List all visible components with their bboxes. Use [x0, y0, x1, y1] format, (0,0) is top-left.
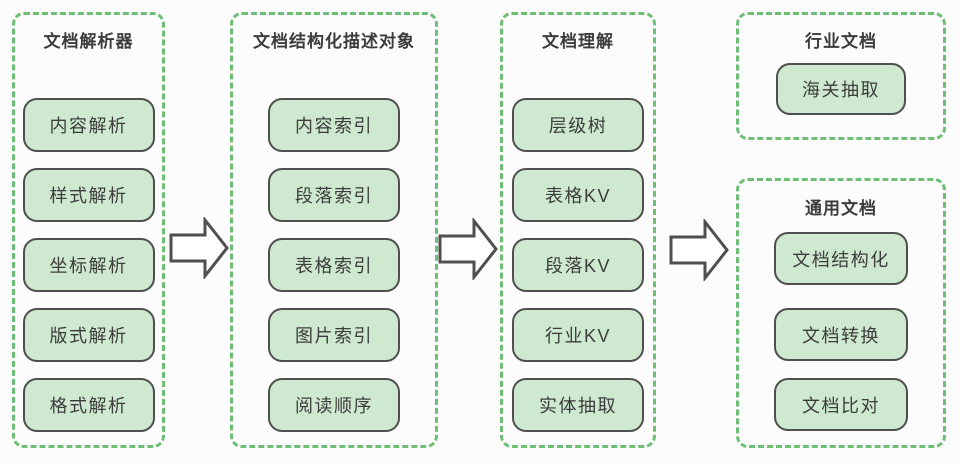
- panel-title-industry-documents: 行业文档: [805, 32, 877, 51]
- node-customs-extraction: 海关抽取: [776, 63, 906, 115]
- node-content-index: 内容索引: [268, 98, 400, 152]
- node-paragraph-index: 段落索引: [268, 168, 400, 222]
- right-arrow-icon: [438, 218, 498, 280]
- panel-general-documents: 通用文档 文档结构化 文档转换 文档比对: [736, 178, 946, 448]
- panel-title-structured-description-object: 文档结构化描述对象: [253, 32, 415, 51]
- node-document-conversion: 文档转换: [774, 308, 908, 361]
- node-table-index: 表格索引: [268, 238, 400, 292]
- panel-document-understanding: 文档理解 层级树 表格KV 段落KV 行业KV 实体抽取: [500, 12, 656, 448]
- node-paragraph-kv: 段落KV: [512, 238, 644, 292]
- panel-industry-documents: 行业文档 海关抽取: [736, 12, 946, 140]
- node-document-structuring: 文档结构化: [774, 232, 908, 285]
- node-content-parsing: 内容解析: [22, 98, 155, 152]
- panel-title-general-documents: 通用文档: [805, 199, 877, 218]
- node-document-comparison: 文档比对: [774, 378, 908, 431]
- node-coordinate-parsing: 坐标解析: [22, 238, 155, 292]
- panel-structured-description-object: 文档结构化描述对象 内容索引 段落索引 表格索引 图片索引 阅读顺序: [230, 12, 438, 448]
- right-arrow-icon: [169, 217, 229, 279]
- node-industry-kv: 行业KV: [512, 308, 644, 362]
- panel-document-parser: 文档解析器 内容解析 样式解析 坐标解析 版式解析 格式解析: [12, 12, 165, 448]
- node-reading-order: 阅读顺序: [268, 378, 400, 432]
- panel-title-document-understanding: 文档理解: [542, 32, 614, 51]
- node-format-parsing: 格式解析: [22, 378, 155, 432]
- node-table-kv: 表格KV: [512, 168, 644, 222]
- node-hierarchy-tree: 层级树: [512, 98, 644, 152]
- node-entity-extraction: 实体抽取: [512, 378, 644, 432]
- node-style-parsing: 样式解析: [22, 168, 155, 222]
- right-arrow-icon: [669, 219, 729, 281]
- panel-title-document-parser: 文档解析器: [43, 32, 134, 51]
- node-layout-parsing: 版式解析: [22, 308, 155, 362]
- node-image-index: 图片索引: [268, 308, 400, 362]
